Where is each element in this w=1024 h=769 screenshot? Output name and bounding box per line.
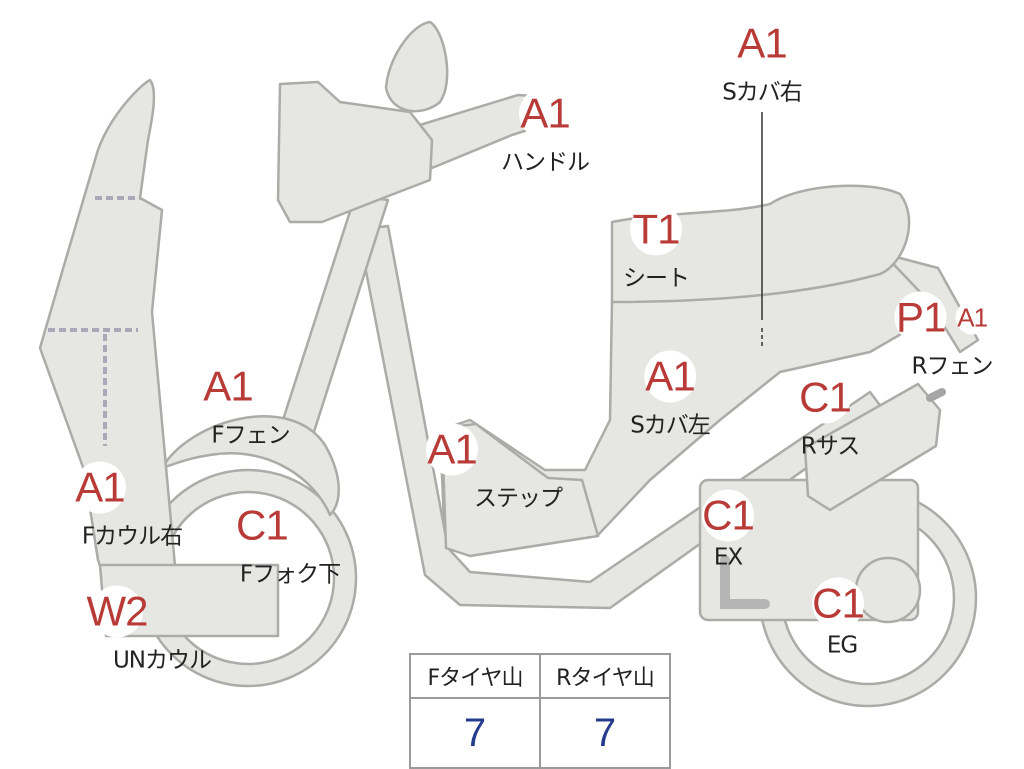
damage-code: C1 <box>799 371 852 424</box>
seat-shape <box>610 184 911 304</box>
exhaust-shape <box>720 555 770 609</box>
callout-f-fork-lower: C1 Fフォク下 <box>235 499 341 589</box>
head-cover-shape <box>276 80 434 224</box>
damage-code: W2 <box>86 585 148 638</box>
callout-exhaust: C1 EX <box>702 489 755 571</box>
damage-code: C1 <box>812 577 865 630</box>
callout-s-cover-left: A1 Sカバ左 <box>630 350 711 440</box>
damage-code: A1 <box>643 350 696 403</box>
callout-under-cowl: W2 UNカウル <box>86 585 212 675</box>
damage-code-secondary: A1 <box>955 300 990 335</box>
part-label: Sカバ右 <box>722 79 803 106</box>
damage-code: P1 <box>894 291 947 344</box>
damage-code: A1 <box>519 87 571 140</box>
part-label: Rサス <box>800 433 861 460</box>
part-label: ハンドル <box>501 149 590 176</box>
callout-handle: A1 ハンドル <box>501 87 590 177</box>
damage-code: A1 <box>735 17 788 70</box>
damage-code: T1 <box>630 203 682 256</box>
damage-code: A1 <box>201 360 254 413</box>
callout-engine: C1 EG <box>812 577 865 659</box>
tire-tread-table: Fタイヤ山 Rタイヤ山 7 7 <box>409 653 671 769</box>
part-label: Fフェン <box>211 422 290 449</box>
callout-seat: T1 シート <box>623 203 690 293</box>
front-fender-shape <box>160 415 340 517</box>
callout-s-cover-right: A1 Sカバ右 <box>722 17 803 107</box>
callout-r-suspension: C1 Rサス <box>791 371 861 461</box>
part-label: シート <box>623 265 690 292</box>
step-shape <box>440 422 600 558</box>
part-label: Fカウル右 <box>81 523 183 550</box>
part-label: Rフェン <box>911 353 994 380</box>
damage-code: C1 <box>702 489 755 542</box>
part-label: Fフォク下 <box>239 561 341 588</box>
rear-tire-header: Rタイヤ山 <box>539 653 671 699</box>
part-label: Sカバ左 <box>630 412 711 439</box>
callout-f-fender: A1 Fフェン <box>166 360 291 450</box>
front-tire-header: Fタイヤ山 <box>409 653 541 699</box>
callout-f-cowl-right: A1 Fカウル右 <box>73 461 183 551</box>
damage-code: A1 <box>73 461 126 514</box>
damage-code: C1 <box>235 499 289 552</box>
front-tire-value: 7 <box>409 697 541 769</box>
callout-step: A1 ステップ <box>426 423 563 513</box>
part-label: EG <box>826 632 858 659</box>
rear-suspension-shape <box>803 382 942 512</box>
rear-tire-value: 7 <box>539 697 671 769</box>
part-label: ステップ <box>474 485 563 512</box>
callout-r-fender: P1 A1 Rフェン <box>892 291 994 381</box>
part-label: UNカウル <box>112 647 212 674</box>
mirror-shape <box>384 20 449 113</box>
part-label: EX <box>713 544 743 571</box>
damage-code: A1 <box>426 423 478 476</box>
